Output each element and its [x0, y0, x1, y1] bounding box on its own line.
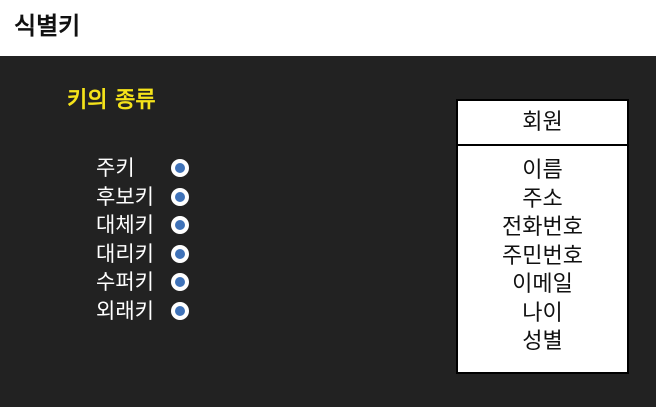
section-title: 키의 종류 [67, 88, 156, 113]
key-type-item[interactable]: 외래키 [96, 297, 196, 325]
key-type-item[interactable]: 주키 [96, 154, 196, 182]
radio-dot-icon[interactable] [171, 245, 189, 263]
key-type-label: 주키 [96, 156, 135, 180]
entity-attribute: 주민번호 [502, 243, 583, 269]
radio-dot-icon[interactable] [171, 188, 189, 206]
page-title: 식별키 [14, 12, 81, 40]
page-header: 식별키 [0, 0, 656, 56]
key-type-label: 대리키 [96, 242, 154, 266]
entity-attribute: 이름 [522, 158, 563, 183]
key-type-item[interactable]: 수퍼키 [96, 268, 196, 296]
key-type-label: 수퍼키 [96, 270, 154, 294]
entity-attribute: 성별 [522, 329, 563, 354]
key-type-item[interactable]: 후보키 [96, 183, 196, 211]
entity-attribute: 이메일 [512, 272, 573, 297]
radio-dot-icon[interactable] [171, 302, 189, 320]
entity-attribute: 나이 [522, 300, 563, 326]
entity-attribute: 주소 [522, 186, 563, 212]
radio-dot-icon[interactable] [171, 273, 189, 291]
member-entity-box: 회원 이름 주소 전화번호 주민번호 이메일 나이 성별 [456, 99, 629, 374]
key-type-label: 후보키 [96, 185, 154, 209]
content-panel: 키의 종류 주키 후보키 대체키 대리키 수퍼키 외래키 회원 이름 [0, 56, 656, 407]
entity-attribute: 전화번호 [502, 215, 583, 240]
radio-dot-icon[interactable] [171, 159, 189, 177]
entity-attribute-list: 이름 주소 전화번호 주민번호 이메일 나이 성별 [458, 146, 627, 357]
entity-name: 회원 [458, 101, 627, 146]
key-type-item[interactable]: 대체키 [96, 211, 196, 239]
key-type-label: 외래키 [96, 299, 154, 323]
key-type-item[interactable]: 대리키 [96, 240, 196, 268]
key-type-label: 대체키 [96, 213, 154, 237]
radio-dot-icon[interactable] [171, 216, 189, 234]
